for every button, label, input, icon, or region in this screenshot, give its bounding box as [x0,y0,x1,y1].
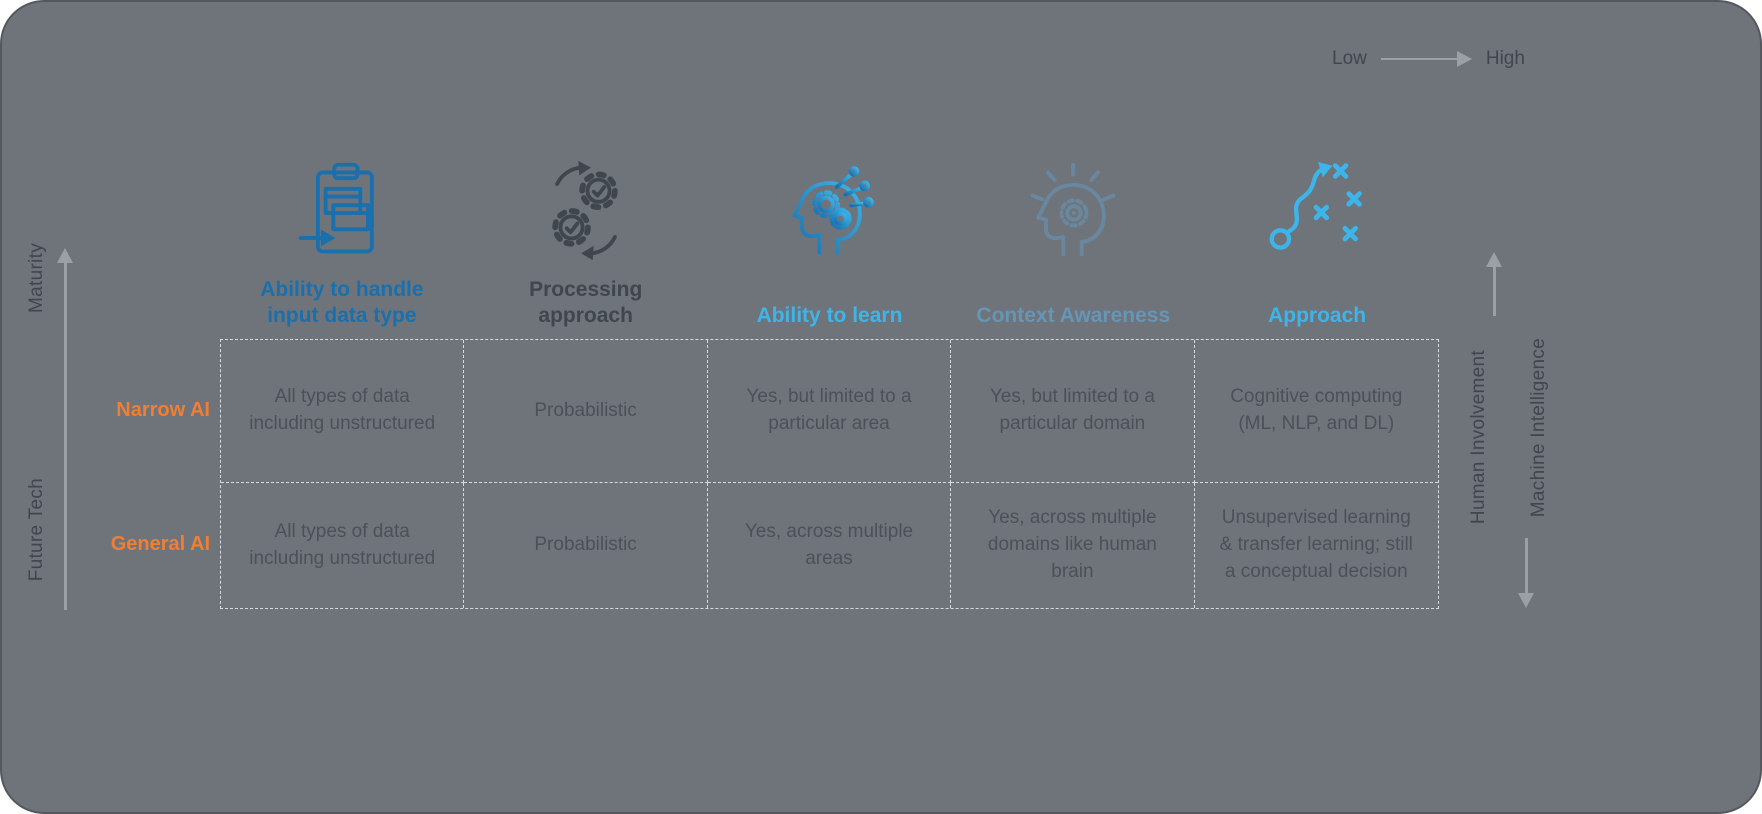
column-header-input-data-type: Ability to handle input data type [260,277,424,327]
gears-processing-icon [533,158,639,264]
comparison-matrix: Ability to handle input data type Proces… [220,150,1439,609]
column-header-ability-to-learn: Ability to learn [756,303,903,327]
table-cell: Yes, across multiple domains like human … [951,483,1195,608]
table-cell: Unsupervised learning & transfer learnin… [1219,507,1413,582]
column-headers-row: Ability to handle input data type Proces… [220,272,1439,339]
machine-intelligence-down-arrow-icon [1518,538,1534,608]
column-header-context-awareness: Context Awareness [976,303,1171,327]
row-labels: Narrow AI General AI [66,339,210,607]
column-header-approach: Approach [1268,303,1367,327]
low-high-legend: Low High [1332,48,1525,70]
strategy-path-icon [1264,158,1370,264]
table-cell: Cognitive computing (ML, NLP, and DL) [1194,340,1438,483]
column-header-processing-approach: Processing approach [529,277,643,327]
machine-intelligence-axis-label: Machine Intelligence [1528,338,1549,518]
maturity-up-arrow-icon [57,248,73,610]
table-cell: All types of data including unstructured [221,340,465,483]
legend-high-label: High [1485,48,1525,69]
comparison-table: All types of data including unstructured… [220,339,1439,609]
table-cell: All types of data including unstructured [221,483,465,608]
table-cell: Probabilistic [464,340,708,483]
right-arrow-icon [1380,51,1472,67]
column-icons-row [220,150,1439,272]
maturity-axis-label: Maturity [26,243,47,313]
head-idea-icon [1020,158,1126,264]
head-gears-icon [776,158,882,264]
table-cell: Probabilistic [464,483,708,608]
row-label-narrow-ai: Narrow AI [116,399,210,421]
legend-low-label: Low [1332,48,1367,69]
row-label-general-ai: General AI [110,533,210,555]
clipboard-input-icon [289,158,395,264]
human-involvement-axis-label: Human Involvement [1468,350,1489,525]
table-cell: Yes, but limited to a particular area [707,340,952,483]
table-cell: Yes, but limited to a particular domain [951,340,1195,483]
table-cell: Yes, across multiple areas [708,483,952,608]
human-involvement-up-arrow-icon [1486,252,1502,316]
future-tech-axis-label: Future Tech [26,478,47,582]
